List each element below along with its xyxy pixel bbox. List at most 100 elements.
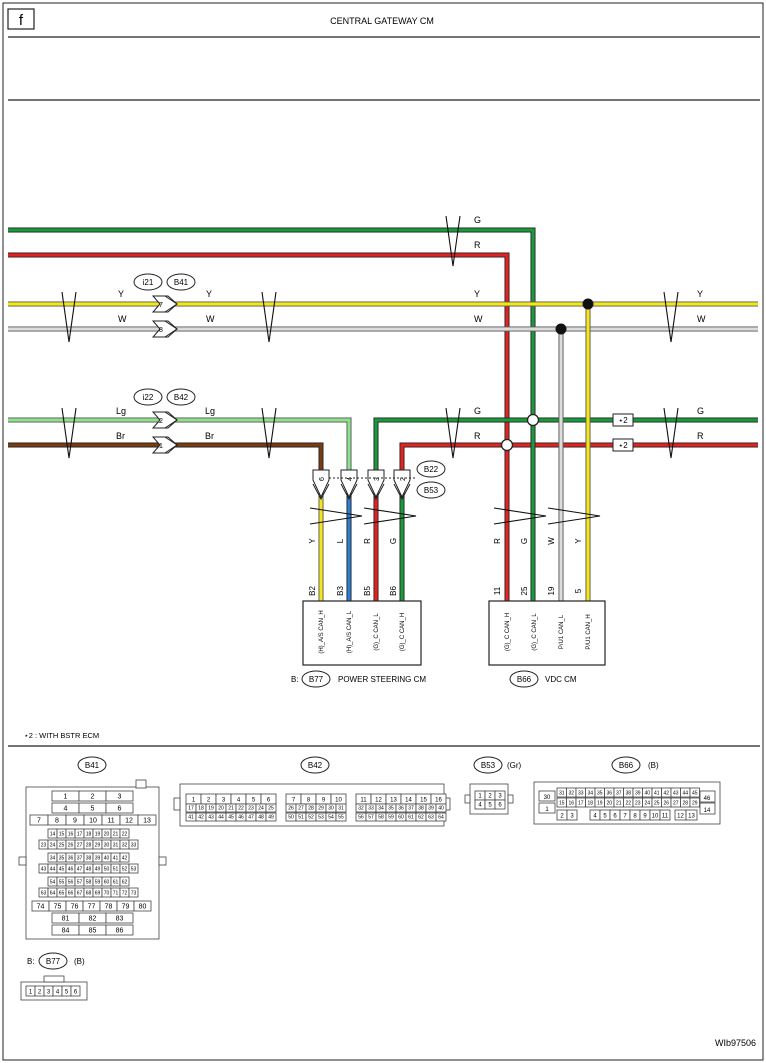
pin-number: 21 — [228, 806, 234, 812]
pin-number: 55 — [338, 815, 344, 821]
view-label-b66: B66 — [619, 761, 634, 770]
view-color-b77: (B) — [74, 957, 85, 966]
pin-number: 33 — [578, 791, 584, 797]
pin-number: 4 — [56, 990, 60, 996]
label-g-right: G — [697, 406, 704, 416]
pin-number: 51 — [113, 867, 119, 873]
pin-number: 20 — [218, 806, 224, 812]
star2-label-r: ⋆2 — [618, 441, 628, 450]
vlabel-ps-l: L — [336, 538, 345, 543]
pin-number: 13 — [143, 818, 151, 825]
view-label-b42: B42 — [308, 761, 323, 770]
wire-r-mid-core — [400, 443, 758, 478]
pin-cavity — [133, 900, 152, 912]
pin-number: 17 — [77, 832, 83, 838]
pin-number: 5 — [65, 990, 69, 996]
pin-number: 36 — [398, 806, 404, 812]
oval-i22-label: i22 — [143, 393, 154, 402]
wire-lg — [8, 417, 352, 478]
pin-number: 57 — [368, 815, 374, 821]
view-oval-b42 — [300, 756, 330, 774]
pin-number: 50 — [288, 815, 294, 821]
pin-number: 5 — [91, 806, 95, 813]
wire-r-top — [8, 252, 510, 445]
oval-b53 — [416, 481, 446, 499]
pin-number: 3 — [47, 990, 51, 996]
oval-b22 — [416, 460, 446, 478]
pin-number: 31 — [559, 791, 565, 797]
pin-number: 21 — [616, 801, 622, 807]
wire-g-top-core — [8, 228, 535, 420]
pin-number: 26 — [663, 801, 669, 807]
pin-number: 52 — [122, 867, 128, 873]
pin-3-b22: 3 — [374, 477, 381, 481]
view-label-b53: B53 — [481, 761, 496, 770]
pin-number: 60 — [104, 880, 110, 886]
oval-b66-label: B66 — [517, 675, 532, 684]
pin-number: 11 — [360, 798, 367, 804]
wire-lg-core — [8, 418, 351, 478]
pin-4-b22: 4 — [347, 477, 354, 481]
view-oval-b41 — [77, 756, 107, 774]
view-prefix-b77: B: — [27, 957, 35, 966]
pin-number: 78 — [105, 904, 113, 911]
pin-cavity — [119, 852, 130, 863]
pin-number: 60 — [398, 815, 404, 821]
pin-number: 5 — [252, 798, 256, 804]
housing-latch — [43, 975, 65, 983]
pin-number: 3 — [570, 814, 574, 820]
label-y-left: Y — [118, 289, 124, 299]
pin-number: 14 — [50, 832, 56, 838]
label-y-mid: Y — [206, 289, 212, 299]
pin-cavity — [70, 985, 81, 997]
pin-number: 39 — [635, 791, 641, 797]
pin-number: 28 — [86, 843, 92, 849]
pin-number: 30 — [104, 843, 110, 849]
vdc-signal-3: P/U1 CAN_L — [559, 614, 565, 649]
pin-number: 1 — [64, 794, 68, 801]
pin-number: 63 — [428, 815, 434, 821]
pin-number: 77 — [88, 904, 96, 911]
pin-number: 4 — [478, 803, 482, 809]
pin-number: 2 — [488, 794, 492, 800]
pin-6-b22: 6 — [319, 477, 326, 481]
housing-latch — [135, 779, 147, 789]
pin-number: 37 — [77, 856, 83, 862]
pin-number: 1 — [192, 798, 196, 804]
pin-number: 9 — [643, 814, 647, 820]
pin-25: 25 — [520, 586, 529, 595]
pin-number: 10 — [89, 818, 97, 825]
pin-number: 8 — [633, 814, 637, 820]
pin-number: 22 — [625, 801, 631, 807]
pin-number: 59 — [388, 815, 394, 821]
pin-number: 33 — [368, 806, 374, 812]
pin-number: 22 — [238, 806, 244, 812]
label-g-top: G — [474, 215, 481, 225]
oval-b42-label: B42 — [174, 393, 189, 402]
ps-signal-3: (G)_C CAN_L — [374, 613, 380, 651]
label-r-top: R — [474, 240, 481, 250]
pin-number: 41 — [654, 791, 660, 797]
pin-number: 15 — [59, 832, 65, 838]
vlabel-vdc-w: W — [547, 537, 556, 545]
pin-cavity — [538, 790, 556, 802]
page-title: CENTRAL GATEWAY CM — [330, 16, 434, 26]
pin-number: 35 — [597, 791, 603, 797]
pin-number: 80 — [139, 904, 147, 911]
pin-number: 21 — [113, 832, 119, 838]
pin-number: 4 — [64, 806, 68, 813]
pin-number: 48 — [258, 815, 264, 821]
pin-number: 64 — [50, 891, 56, 897]
pin-number: 53 — [318, 815, 324, 821]
pin-number: 6 — [118, 806, 122, 813]
pin-number: 20 — [606, 801, 612, 807]
vdc-signal-4: P/U1 CAN_H — [586, 614, 592, 649]
pin-number: 6 — [267, 798, 271, 804]
pin-number: 46 — [68, 867, 74, 873]
pin-number: 40 — [644, 791, 650, 797]
pin-cavity — [265, 812, 277, 822]
pin-number: 75 — [54, 904, 62, 911]
housing-lug — [464, 794, 471, 804]
pin-number: 4 — [237, 798, 241, 804]
